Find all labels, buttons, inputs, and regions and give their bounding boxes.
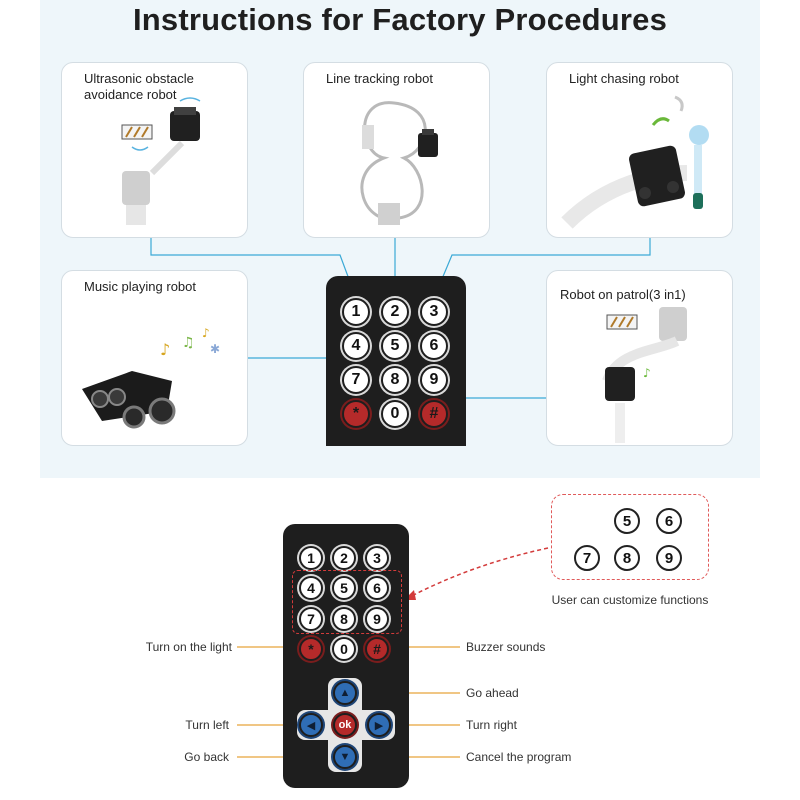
card-line-tracking: Line tracking robot xyxy=(303,62,490,238)
remote-control-top: 1 2 3 4 5 6 7 8 9 * 0 # xyxy=(326,276,466,446)
remote-top-key-8[interactable]: 8 xyxy=(381,366,409,394)
remote-bottom-key-5[interactable]: 5 xyxy=(332,576,356,600)
remote-bottom-key-hash[interactable]: # xyxy=(365,637,389,661)
page-title: Instructions for Factory Procedures xyxy=(132,2,668,37)
dpad-right-button[interactable]: ▶ xyxy=(367,713,391,737)
remote-top-key-3[interactable]: 3 xyxy=(420,298,448,326)
card-light-chasing: Light chasing robot xyxy=(546,62,733,238)
label-turn-right: Turn right xyxy=(466,718,517,732)
remote-top-key-9[interactable]: 9 xyxy=(420,366,448,394)
remote-top-key-0[interactable]: 0 xyxy=(381,400,409,428)
card-ultrasonic: Ultrasonic obstacle avoidance robot xyxy=(61,62,248,238)
svg-text:♪: ♪ xyxy=(643,366,651,380)
remote-bottom-key-9[interactable]: 9 xyxy=(365,607,389,631)
remote-top-key-7[interactable]: 7 xyxy=(342,366,370,394)
remote-bottom-key-8[interactable]: 8 xyxy=(332,607,356,631)
remote-bottom-key-1[interactable]: 1 xyxy=(299,546,323,570)
svg-text:✱: ✱ xyxy=(210,342,220,356)
label-cancel-program: Cancel the program xyxy=(466,750,572,764)
label-go-back: Go back xyxy=(184,750,229,764)
remote-top-key-4[interactable]: 4 xyxy=(342,332,370,360)
dpad-up-button[interactable]: ▲ xyxy=(333,681,357,705)
remote-top-key-2[interactable]: 2 xyxy=(381,298,409,326)
card-line-tracking-label: Line tracking robot xyxy=(326,71,433,86)
arrow-up-icon: ▲ xyxy=(339,687,351,699)
custom-key-8: 8 xyxy=(614,545,640,571)
card-music-label: Music playing robot xyxy=(84,279,196,294)
customizable-keys-box xyxy=(551,494,709,580)
label-buzzer-sounds: Buzzer sounds xyxy=(466,640,546,654)
remote-bottom-key-6[interactable]: 6 xyxy=(365,576,389,600)
card-music: Music playing robot ♪ ♫ ♪ ✱ xyxy=(61,270,248,446)
remote-top-key-6[interactable]: 6 xyxy=(420,332,448,360)
custom-key-6: 6 xyxy=(656,508,682,534)
arrow-left-icon: ◀ xyxy=(306,719,316,732)
card-ultrasonic-label: Ultrasonic obstacle avoidance robot xyxy=(84,71,194,102)
card-light-chasing-label: Light chasing robot xyxy=(569,71,679,86)
remote-top-key-hash[interactable]: # xyxy=(420,400,448,428)
remote-bottom-key-4[interactable]: 4 xyxy=(299,576,323,600)
custom-key-5: 5 xyxy=(614,508,640,534)
svg-text:♪: ♪ xyxy=(202,326,210,340)
svg-text:♫: ♫ xyxy=(182,335,195,351)
label-turn-left: Turn left xyxy=(185,718,229,732)
label-go-ahead: Go ahead xyxy=(466,686,519,700)
custom-key-9: 9 xyxy=(656,545,682,571)
custom-key-7: 7 xyxy=(574,545,600,571)
customize-caption: User can customize functions xyxy=(551,593,709,607)
remote-bottom-key-star[interactable]: * xyxy=(299,637,323,661)
patrol-robot-illustration: ♪ xyxy=(602,307,687,443)
remote-top-key-1[interactable]: 1 xyxy=(342,298,370,326)
remote-control-bottom: 1 2 3 4 5 6 7 8 9 * 0 # ▲ ◀ ok ▶ ▼ xyxy=(283,524,409,788)
line-tracking-illustration xyxy=(360,101,438,225)
arrow-down-icon: ▼ xyxy=(339,751,351,763)
remote-bottom-key-2[interactable]: 2 xyxy=(332,546,356,570)
dpad-ok-button[interactable]: ok xyxy=(333,713,357,737)
remote-top-key-5[interactable]: 5 xyxy=(381,332,409,360)
card-patrol-label: Robot on patrol(3 in1) xyxy=(560,287,686,302)
remote-bottom-key-0[interactable]: 0 xyxy=(332,637,356,661)
music-robot-illustration: ♪ ♫ ♪ ✱ xyxy=(82,326,220,429)
remote-bottom-key-7[interactable]: 7 xyxy=(299,607,323,631)
dpad-left-button[interactable]: ◀ xyxy=(299,713,323,737)
light-chasing-illustration xyxy=(561,95,709,229)
customizable-keys-highlight xyxy=(292,570,402,634)
remote-top-key-star[interactable]: * xyxy=(342,400,370,428)
card-patrol: Robot on patrol(3 in1) ♪ xyxy=(546,270,733,446)
ultrasonic-robot-illustration xyxy=(121,97,201,225)
arrow-right-icon: ▶ xyxy=(374,719,384,732)
label-turn-on-light: Turn on the light xyxy=(145,640,232,654)
svg-text:♪: ♪ xyxy=(160,340,170,359)
dpad-down-button[interactable]: ▼ xyxy=(333,745,357,769)
customize-arrow xyxy=(407,547,549,599)
remote-bottom-key-3[interactable]: 3 xyxy=(365,546,389,570)
